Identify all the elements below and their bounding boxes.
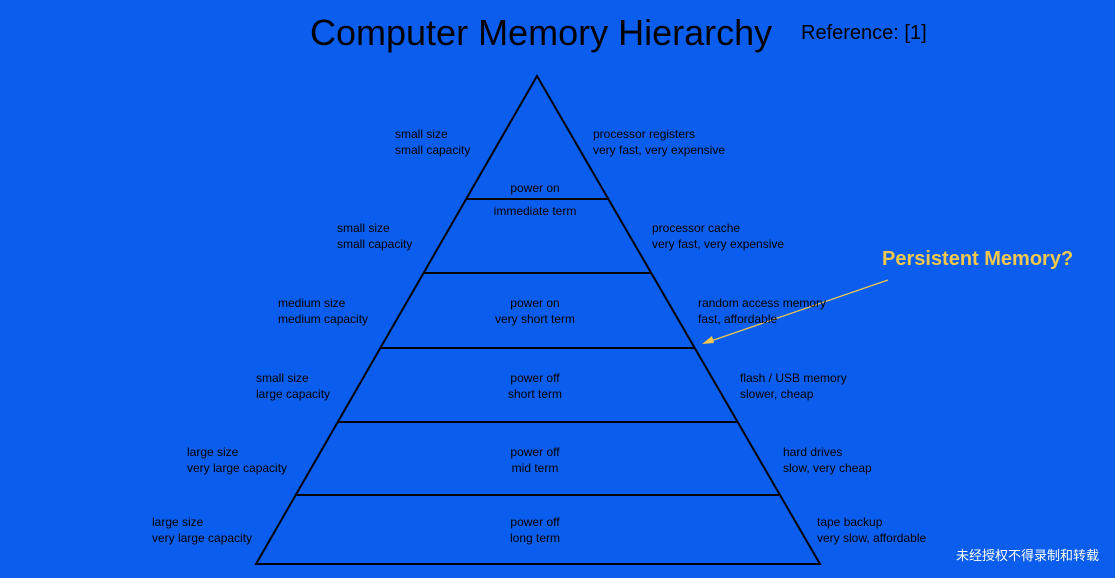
level-6-size: large size	[152, 515, 204, 529]
level-6-center-label: power off long term	[510, 514, 560, 546]
level-2-size: small size	[337, 221, 390, 235]
level-5-term: mid term	[511, 461, 559, 475]
level-4-power: power off	[510, 371, 560, 385]
level-5-power: power off	[510, 445, 560, 459]
level-1-left-label: small size small capacity	[395, 126, 470, 158]
level-6-term: long term	[509, 531, 561, 545]
level-2-type: processor cache	[652, 221, 741, 235]
level-6-power: power off	[510, 515, 560, 529]
reference-label: Reference: [1]	[801, 22, 927, 44]
level-5-size: large size	[187, 445, 239, 459]
level-3-left-label: medium size medium capacity	[278, 295, 368, 327]
level-6-capacity: very large capacity	[152, 531, 253, 545]
level-4-type: flash / USB memory	[740, 371, 847, 385]
level-6-speed-cost: very slow, affordable	[817, 531, 927, 545]
level-2-right-label: processor cache very fast, very expensiv…	[652, 220, 784, 252]
level-1-right-label: processor registers very fast, very expe…	[593, 126, 725, 158]
pyramid-outline	[254, 74, 822, 565]
level-1-type: processor registers	[593, 127, 696, 141]
level-5-capacity: very large capacity	[187, 461, 288, 475]
level-1-speed-cost: very fast, very expensive	[593, 143, 726, 157]
level-5-speed-cost: slow, very cheap	[783, 461, 872, 475]
annotation-arrow-head	[702, 336, 714, 344]
level-4-center-label: power off short term	[508, 370, 562, 402]
level-1-center-label: power on	[510, 180, 559, 196]
level-4-capacity: large capacity	[256, 387, 331, 401]
level-1-power: power on	[510, 181, 560, 195]
level-2-capacity: small capacity	[337, 237, 413, 251]
level-4-speed-cost: slower, cheap	[740, 387, 814, 401]
level-4-size: small size	[256, 371, 309, 385]
level-6-type: tape backup	[817, 515, 883, 529]
level-3-size: medium size	[278, 296, 346, 310]
level-6-left-label: large size very large capacity	[152, 514, 252, 546]
level-3-speed-cost: fast, affordable	[698, 312, 778, 326]
level-5-left-label: large size very large capacity	[187, 444, 287, 476]
watermark-text: 未经授权不得录制和转载	[955, 548, 1099, 563]
level-3-term: very short term	[494, 312, 576, 326]
level-2-center-label: immediate term	[494, 203, 577, 219]
level-5-center-label: power off mid term	[510, 444, 559, 476]
level-3-right-label: random access memory fast, affordable	[698, 295, 826, 327]
level-1-capacity: small capacity	[395, 143, 471, 157]
level-1-size: small size	[395, 127, 448, 141]
level-5-right-label: hard drives slow, very cheap	[783, 444, 872, 476]
persistent-memory-annotation: Persistent Memory?	[882, 248, 1074, 270]
level-4-left-label: small size large capacity	[256, 370, 330, 402]
level-2-term: immediate term	[493, 204, 577, 218]
level-3-power: power on	[510, 296, 560, 310]
level-6-right-label: tape backup very slow, affordable	[817, 514, 926, 546]
level-5-type: hard drives	[783, 445, 843, 459]
level-4-right-label: flash / USB memory slower, cheap	[740, 370, 847, 402]
level-3-type: random access memory	[698, 296, 827, 310]
page-title: Computer Memory Hierarchy	[310, 12, 773, 53]
level-3-center-label: power on very short term	[495, 295, 575, 327]
level-4-term: short term	[507, 387, 563, 401]
level-2-speed-cost: very fast, very expensive	[652, 237, 785, 251]
level-2-left-label: small size small capacity	[337, 220, 412, 252]
level-3-capacity: medium capacity	[278, 312, 369, 326]
annotation-arrow-line	[707, 279, 889, 343]
